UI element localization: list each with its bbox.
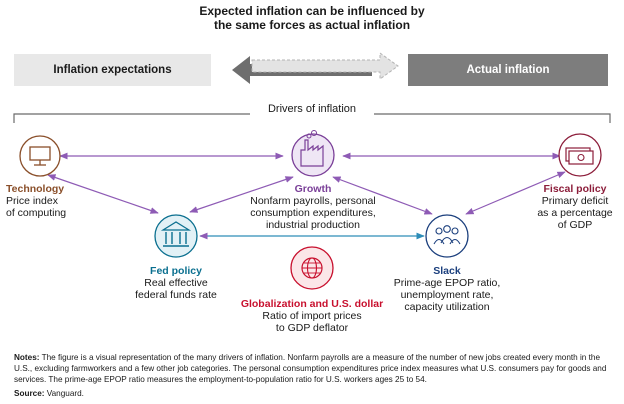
fiscal-policy-desc-2: as a percentage: [537, 207, 613, 219]
slack-label: Slack Prime-age EPOP ratio, unemployment…: [392, 265, 502, 313]
figure-title-line2: the same forces as actual inflation: [213, 18, 411, 32]
computer-monitor-icon: [19, 135, 61, 177]
arrow-technology-fed: [47, 174, 159, 214]
globalization-label: Globalization and U.S. dollar Ratio of i…: [232, 298, 392, 334]
technology-desc-1: Price index: [6, 195, 58, 207]
fiscal-policy-desc-1: Primary deficit: [541, 195, 609, 207]
money-bills-icon: [558, 133, 602, 177]
fiscal-policy-title: Fiscal policy: [543, 183, 607, 195]
factory-icon: [291, 130, 335, 177]
fiscal-policy-label: Fiscal policy Primary deficit as a perce…: [530, 183, 620, 231]
figure-title: Expected inflation can be influenced by …: [0, 4, 624, 32]
growth-title: Growth: [294, 183, 332, 195]
globalization-title: Globalization and U.S. dollar: [240, 298, 384, 310]
globalization-desc-2: to GDP deflator: [275, 322, 349, 334]
bank-building-icon: [154, 214, 198, 258]
fed-policy-title: Fed policy: [150, 265, 202, 277]
growth-desc-1: Nonfarm payrolls, personal: [250, 195, 376, 207]
arrow-growth-fed: [189, 176, 294, 213]
fed-policy-desc-1: Real effective: [144, 277, 208, 289]
slack-desc-1: Prime-age EPOP ratio,: [393, 277, 501, 289]
fed-policy-desc-2: federal funds rate: [135, 289, 217, 301]
fed-policy-label: Fed policy Real effective federal funds …: [126, 265, 226, 301]
people-group-icon: [425, 214, 469, 258]
drivers-of-inflation-label: Drivers of inflation: [250, 103, 374, 115]
growth-label: Growth Nonfarm payrolls, personal consum…: [233, 183, 393, 231]
arrow-fiscal-slack: [465, 171, 566, 215]
technology-title: Technology: [6, 183, 65, 195]
figure-title-line1: Expected inflation can be influenced by: [199, 4, 425, 18]
notes-label: Notes:: [14, 353, 40, 362]
source-text: Vanguard.: [46, 389, 84, 398]
slack-title: Slack: [433, 265, 461, 277]
technology-label: Technology Price index of computing: [6, 183, 86, 219]
arrow-growth-slack: [332, 176, 433, 215]
growth-desc-2: consumption expenditures,: [250, 207, 376, 219]
fiscal-policy-desc-3: of GDP: [557, 219, 593, 231]
actual-inflation-box: Actual inflation: [408, 54, 608, 86]
slack-desc-2: unemployment rate,: [400, 289, 494, 301]
figure-source: Source: Vanguard.: [14, 388, 84, 399]
source-label: Source:: [14, 389, 45, 398]
technology-desc-2: of computing: [6, 207, 67, 219]
growth-desc-3: industrial production: [266, 219, 360, 231]
slack-desc-3: capacity utilization: [404, 301, 490, 313]
globalization-desc-1: Ratio of import prices: [262, 310, 362, 322]
bidirectional-influence-arrow: [232, 52, 399, 84]
figure-notes: Notes: The figure is a visual representa…: [14, 352, 614, 385]
inflation-expectations-box: Inflation expectations: [14, 54, 211, 86]
notes-text: The figure is a visual representation of…: [14, 353, 607, 384]
globe-icon: [290, 246, 334, 290]
drivers-bracket: [13, 113, 611, 123]
